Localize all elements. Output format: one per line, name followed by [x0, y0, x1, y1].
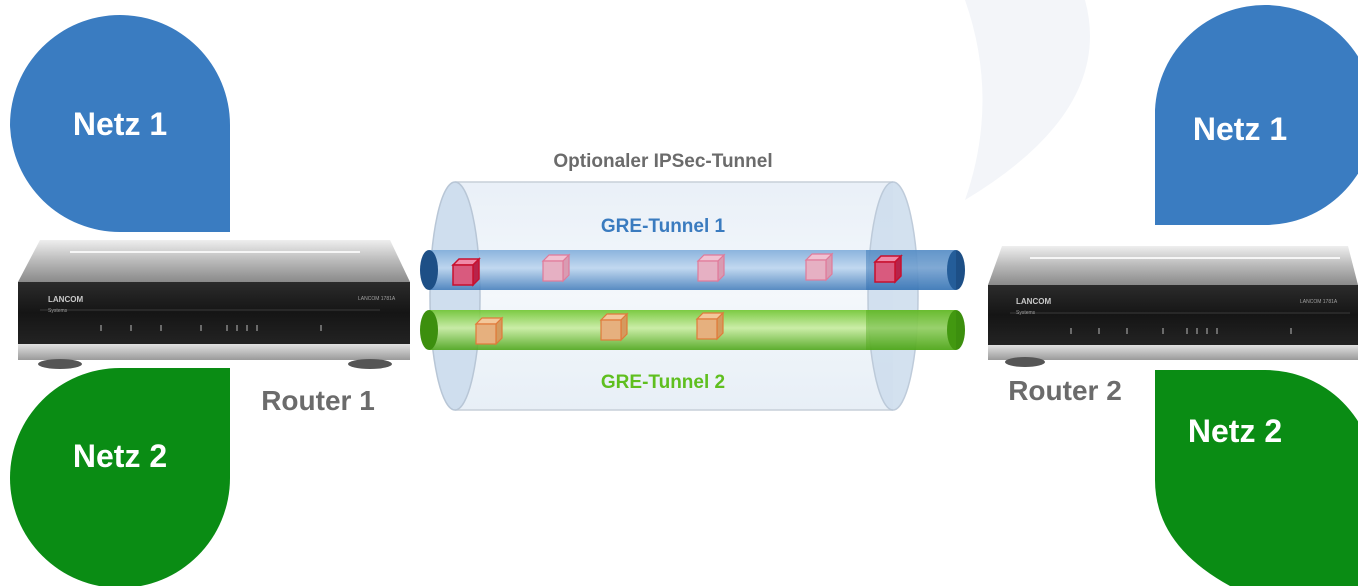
- packet-cube: [541, 253, 571, 283]
- left-network-1-shape: [10, 15, 230, 233]
- router-2-brand: LANCOM: [1016, 297, 1051, 306]
- packet-cube: [696, 253, 726, 283]
- router-1-brand: LANCOM: [48, 295, 83, 304]
- ipsec-tunnel-label: Optionaler IPSec-Tunnel: [553, 151, 772, 172]
- packet-cube: [804, 252, 834, 282]
- router-2-model: LANCOM 1781A: [1300, 299, 1338, 305]
- gre-tunnel-1-right-cap: [947, 250, 965, 290]
- router-1-sub-brand: Systems: [48, 308, 68, 314]
- packet-cube: [599, 312, 629, 342]
- packet-cube: [451, 257, 481, 287]
- decorative-shape: [965, 0, 1090, 200]
- router-2-label: Router 2: [1008, 375, 1122, 406]
- gre-tunnel-2-label: GRE-Tunnel 2: [601, 372, 725, 393]
- gre-tunnel-2-right-cap: [947, 310, 965, 350]
- left-network-2-label: Netz 2: [73, 438, 167, 474]
- gre-tunnel-2: [420, 310, 965, 350]
- router-1-model: LANCOM 1781A: [358, 296, 396, 302]
- router-1-label: Router 1: [261, 385, 375, 416]
- packet-cube: [474, 316, 504, 346]
- right-network-2-shape: [1155, 370, 1358, 586]
- packet-cube: [873, 254, 903, 284]
- right-network-1-label: Netz 1: [1193, 111, 1287, 147]
- ipsec-tunnel: [429, 181, 919, 411]
- packet-cube: [695, 311, 725, 341]
- gre-tunnel-1-label: GRE-Tunnel 1: [601, 216, 726, 237]
- right-network-1-shape: [1155, 5, 1358, 225]
- gre-tunnel-1: [420, 250, 965, 290]
- router-1-device: [18, 240, 410, 369]
- gre-tunnel-2-left-cap: [420, 310, 438, 350]
- gre-tunnel-1-left-cap: [420, 250, 438, 290]
- left-network-1-label: Netz 1: [73, 106, 167, 142]
- router-2-device: [988, 246, 1358, 367]
- right-network-2-label: Netz 2: [1188, 413, 1282, 449]
- left-network-2-shape: [10, 368, 230, 586]
- router-2-sub-brand: Systems: [1016, 310, 1036, 316]
